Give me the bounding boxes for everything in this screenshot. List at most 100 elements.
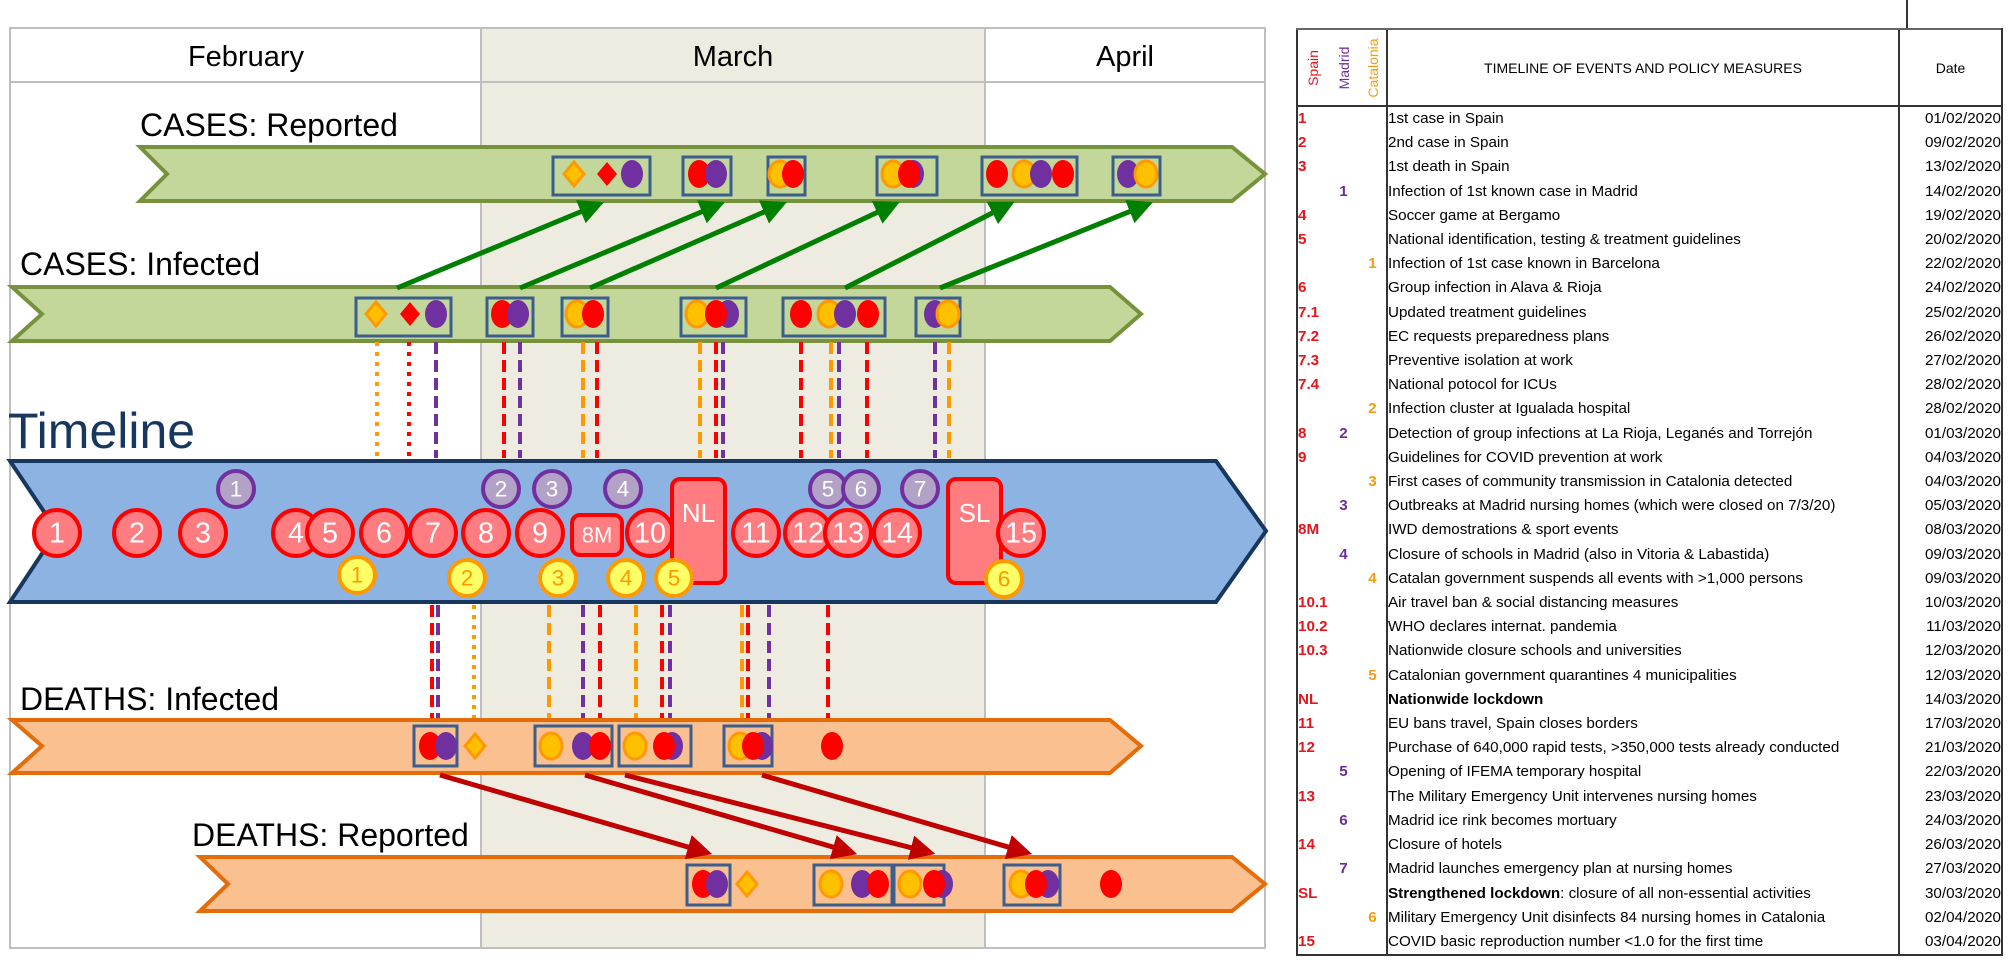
event-description-text: Preventive isolation at work [1388, 352, 1573, 370]
spain-marker [178, 508, 228, 558]
event-description: Preventive isolation at work [1386, 349, 1899, 374]
event-description-text: 1st case in Spain [1388, 110, 1504, 127]
event-description-text: First cases of community transmission in… [1388, 473, 1793, 491]
event-description-text: IWD demostrations & sport events [1388, 521, 1619, 539]
event-description: Detection of group infections at La Rioj… [1386, 421, 1899, 446]
marker-group-box [812, 863, 894, 907]
event-description-text: Group infection in Alava & Rioja [1388, 279, 1602, 297]
catalonia-marker [337, 555, 377, 595]
spain-code: 3 [1296, 155, 1328, 180]
catalonia-code: 3 [1368, 473, 1377, 491]
marker-groups [354, 155, 1162, 907]
spain-code [1296, 663, 1328, 688]
catalonia-code [1359, 325, 1387, 349]
spain-marker-label: 6 [376, 518, 392, 550]
madrid-marker [603, 469, 643, 509]
event-description: Outbreaks at Madrid nursing homes (which… [1386, 494, 1899, 519]
event-date: 21/03/2020 [1898, 736, 2003, 761]
spain-marker-label: 3 [195, 518, 211, 550]
madrid-code [1328, 276, 1359, 300]
spain-marker [731, 508, 781, 558]
madrid-marker-label: 1 [230, 477, 243, 502]
table-header-row: Spain Madrid Catalonia TIMELINE OF EVENT… [1296, 28, 2003, 107]
header-title: TIMELINE OF EVENTS AND POLICY MEASURES [1386, 28, 1899, 107]
marker-group-box [533, 724, 614, 768]
spain-dot-icon [589, 732, 611, 760]
event-description: EC requests preparedness plans [1386, 324, 1899, 350]
event-description-text: 2nd case in Spain [1388, 134, 1509, 152]
header-date: Date [1898, 28, 2003, 107]
month-label-april: April [1096, 41, 1154, 73]
catalonia-diamond-icon [463, 731, 487, 761]
spain-diamond-icon [400, 302, 420, 326]
catalonia-marker-label: 6 [998, 567, 1011, 592]
event-date: 27/02/2020 [1898, 349, 2003, 374]
deaths-infected-label: DEATHS: Infected [20, 681, 279, 717]
event-description: 2nd case in Spain [1386, 131, 1899, 156]
spain-code: 7.2 [1296, 324, 1328, 350]
spain-code: 7.1 [1296, 300, 1328, 325]
table-row: 3 First cases of community transmission i… [1296, 470, 2003, 495]
madrid-marker [841, 469, 881, 509]
event-date: 22/03/2020 [1898, 760, 2003, 785]
red-arrow [439, 772, 713, 860]
cases-reported-label: CASES: Reported [140, 107, 398, 143]
madrid-marker [481, 469, 521, 509]
catalonia-marker-label: 4 [620, 566, 633, 591]
madrid-dot-icon [851, 870, 873, 898]
madrid-code [1328, 736, 1359, 760]
catalonia-code [1359, 929, 1387, 957]
event-description: 1st case in Spain [1386, 106, 1899, 132]
event-date: 28/02/2020 [1898, 373, 2003, 398]
madrid-dot-icon [435, 732, 457, 760]
events-table: Spain Madrid Catalonia TIMELINE OF EVENT… [1296, 28, 2003, 957]
event-description-text: Infection cluster at Igualada hospital [1388, 400, 1631, 418]
spain-diamond-icon [597, 162, 617, 186]
spain-dot-icon [857, 300, 879, 328]
header-spain: Spain [1296, 28, 1328, 107]
event-description-text: Closure of schools in Madrid (also in Vi… [1388, 545, 1770, 563]
spain-marker [112, 508, 162, 558]
spain-marker [461, 508, 511, 558]
spain-code: 13 [1296, 784, 1328, 809]
spain-marker-label: 12 [792, 518, 824, 550]
catalonia-marker [984, 559, 1024, 599]
spain-dot-icon [867, 870, 889, 898]
event-description-text: Catalan government suspends all events w… [1388, 569, 1803, 587]
event-description: Closure of hotels [1386, 833, 1899, 858]
madrid-code [1328, 349, 1359, 373]
catalonia-diamond-icon [364, 299, 388, 329]
catalonia-marker [538, 558, 578, 598]
madrid-code [1328, 204, 1359, 228]
catalonia-code: 5 [1368, 666, 1377, 684]
madrid-code [1328, 131, 1359, 155]
event-description: First cases of community transmission in… [1386, 470, 1899, 495]
catalonia-code [1359, 639, 1387, 663]
madrid-code [1328, 373, 1359, 397]
spain-code: SL [1296, 881, 1328, 906]
spain-code [1296, 470, 1328, 495]
event-description-text: COVID basic reproduction number <1.0 for… [1388, 932, 1764, 950]
madrid-marker-label: 3 [546, 477, 559, 502]
event-description-text: National potocol for ICUs [1388, 376, 1557, 394]
event-date: 14/03/2020 [1898, 687, 2003, 713]
spain-marker-8m [570, 513, 624, 557]
madrid-code: 1 [1339, 182, 1348, 200]
madrid-code [1328, 325, 1359, 349]
event-description-text: Guidelines for COVID prevention at work [1388, 448, 1663, 466]
spain-code [1296, 542, 1328, 567]
madrid-dot-icon [706, 870, 728, 898]
catalonia-code [1359, 446, 1387, 470]
spain-marker-label: 1 [49, 518, 65, 550]
catalonia-code [1359, 180, 1387, 204]
